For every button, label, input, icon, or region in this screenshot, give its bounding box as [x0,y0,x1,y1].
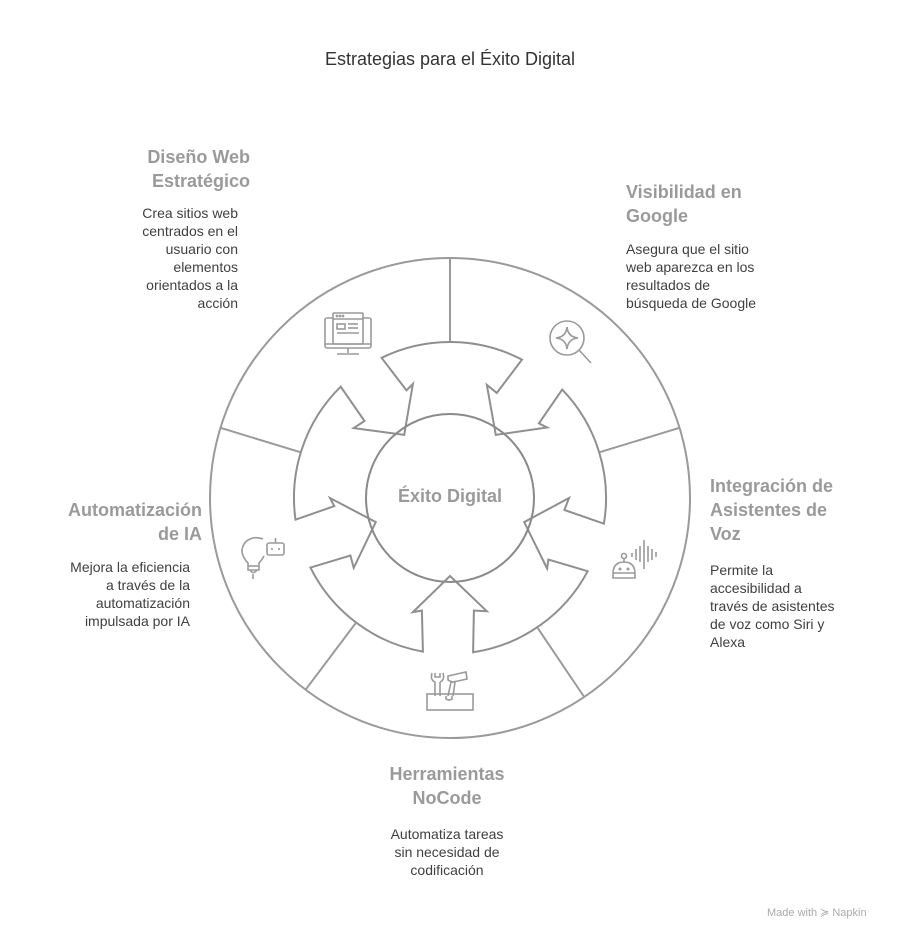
segment-dividers [220,258,680,698]
made-with-napkin-credit[interactable]: Made with≽Napkin [767,906,867,919]
segment-body-web-design: Crea sitios web centrados en el usuario … [142,205,238,311]
search-sparkle-icon [549,320,592,364]
segment-heading-google: Visibilidad en Google [626,182,742,226]
segment-heading-web-design: Diseño Web Estratégico [147,147,250,191]
toolbox-icon [426,671,474,711]
segment-divider [220,426,301,454]
center-circle [365,413,535,583]
segment-heading-ai: Automatización de IA [67,500,202,544]
converging-arrows [292,341,607,654]
segment-divider [599,426,680,454]
credit-brand: Napkin [832,907,867,919]
segment-heading-voice: Integración de Asistentes de Voz [710,476,834,544]
segment-divider [536,627,586,698]
center-label: Éxito Digital [397,486,502,506]
segment-body-voice: Permite la accesibilidad a través de asi… [710,562,835,650]
segment-divider [304,622,357,691]
voice-assistant-robot-icon [612,540,657,579]
diagram-title: Estrategias para el Éxito Digital [324,49,576,69]
credit-prefix: Made with [767,907,818,919]
segment-heading-nocode: Herramientas NoCode [389,764,505,808]
lightbulb-robot-icon [241,536,285,579]
web-design-monitor-icon [324,312,372,355]
segment-body-nocode: Automatiza tareas sin necesidad de codif… [390,826,504,878]
segment-body-google: Asegura que el sitio web aparezca en los… [626,241,756,311]
napkin-logo-icon: ≽ [820,907,830,919]
segment-body-ai: Mejora la eficiencia a través de la auto… [70,559,190,629]
